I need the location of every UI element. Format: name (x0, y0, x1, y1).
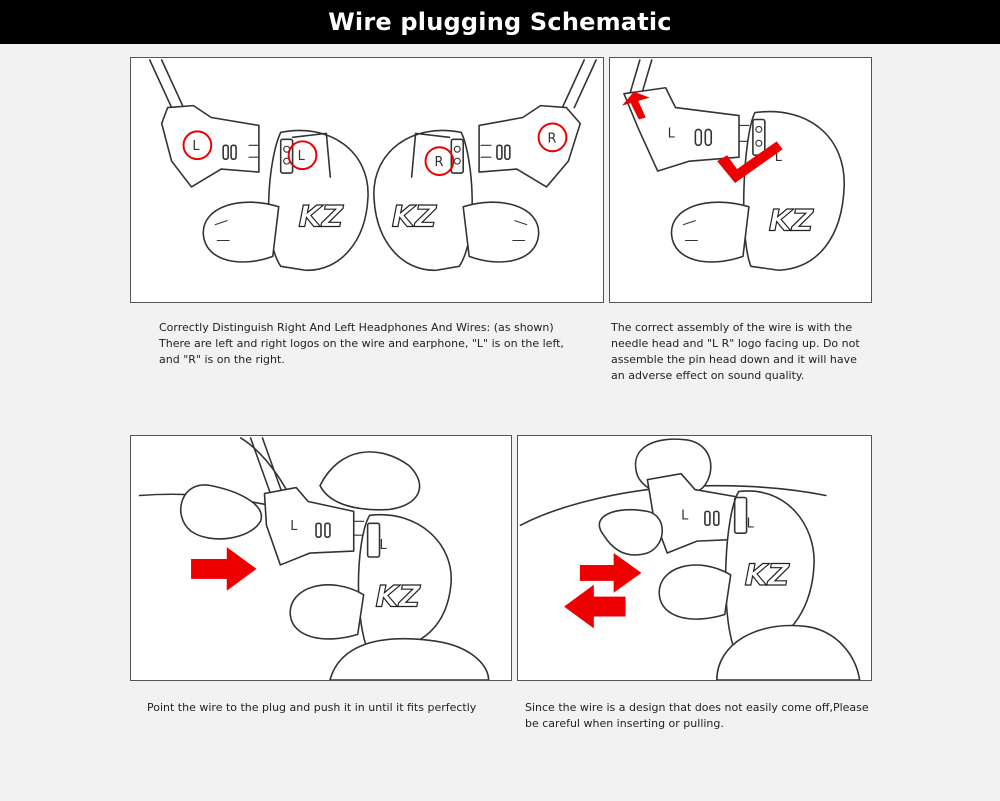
brand-logo: KZ (769, 204, 815, 239)
wire-plug (623, 86, 740, 172)
right-earphone-socket (450, 138, 465, 174)
panel-push-in: L L KZ (130, 435, 512, 681)
caption-line: and "R" is on the right. (159, 353, 285, 366)
push-in-illustration: L L KZ (138, 437, 490, 680)
right-wire-mark-highlight (537, 122, 568, 153)
insert-pull-illustration: L L KZ (519, 438, 861, 680)
thumb (598, 508, 663, 556)
insert-arrow (579, 553, 642, 593)
check-mark (717, 141, 783, 183)
brand-logo: KZ (376, 580, 422, 615)
eartip (658, 564, 732, 620)
panel-correct-orientation: L L KZ (609, 57, 872, 303)
right-wire-mark: R (548, 131, 557, 146)
wire-mark: L (681, 508, 689, 523)
left-eartip (202, 201, 280, 263)
earphone-mark: L (380, 538, 388, 553)
caption-line: be careful when inserting or pulling. (525, 717, 724, 730)
earphone-mark: L (775, 150, 783, 165)
eartip (289, 584, 365, 640)
right-wire-plug (478, 104, 582, 188)
brand-logo: KZ (745, 558, 791, 593)
right-earphone-mark: R (434, 155, 443, 170)
left-cable (148, 59, 173, 109)
caption-insert-pull: Since the wire is a design that does not… (525, 700, 869, 732)
earphone-shell (357, 513, 452, 650)
caption-line: Point the wire to the plug and push it i… (147, 701, 477, 714)
caption-line: The correct assembly of the wire is with… (611, 321, 853, 334)
caption-line: There are left and right logos on the wi… (159, 337, 564, 350)
panel-insert-pull: L L KZ (517, 435, 872, 681)
left-earphone-socket (279, 138, 294, 174)
earphone-shell (724, 490, 815, 646)
caption-push-in: Point the wire to the plug and push it i… (147, 700, 476, 716)
earphone-socket (733, 496, 748, 534)
right-cable (561, 59, 586, 109)
wire-plug (263, 486, 355, 566)
cable (629, 59, 641, 95)
caption-line: needle head and "L R" logo facing up. Do… (611, 337, 860, 350)
left-wire-mark: L (192, 139, 200, 154)
caption-line: assemble the pin head down and it will h… (611, 353, 857, 366)
title-bar: Wire plugging Schematic (0, 0, 1000, 44)
right-earphone-shell (373, 129, 473, 272)
caption-line: Correctly Distinguish Right And Left Hea… (159, 321, 554, 334)
right-brand-logo: KZ (392, 200, 438, 235)
push-arrow (191, 547, 257, 591)
caption-line: Since the wire is a design that does not… (525, 701, 869, 714)
right-earphone-mark-highlight (424, 146, 455, 177)
panel-left-right-identification: L L KZ R KZ R (130, 57, 604, 303)
earphone-mark: L (747, 516, 755, 531)
page-title: Wire plugging Schematic (328, 8, 672, 36)
left-right-illustration: L L KZ R KZ R (148, 59, 597, 272)
wire-mark: L (668, 126, 676, 141)
earphone-shell (742, 110, 845, 272)
thumb (180, 484, 263, 540)
index-finger (319, 451, 421, 511)
left-wire-mark-highlight (182, 130, 213, 161)
lower-finger (716, 624, 861, 680)
up-arrow-head (621, 91, 650, 106)
left-earphone-mark: L (298, 149, 306, 164)
wire-mark: L (290, 519, 298, 534)
caption-left-right: Correctly Distinguish Right And Left Hea… (159, 320, 564, 368)
orientation-illustration: L L KZ (621, 59, 845, 272)
caption-line: an adverse effect on sound quality. (611, 369, 805, 382)
left-earphone-mark-highlight (287, 140, 318, 171)
earphone-socket (366, 522, 381, 558)
left-brand-logo: KZ (299, 200, 345, 235)
caption-orientation: The correct assembly of the wire is with… (611, 320, 860, 384)
eartip (670, 201, 750, 263)
cable (249, 437, 272, 495)
pull-arrow (564, 584, 626, 629)
right-eartip (462, 201, 540, 263)
lower-finger (329, 637, 490, 680)
